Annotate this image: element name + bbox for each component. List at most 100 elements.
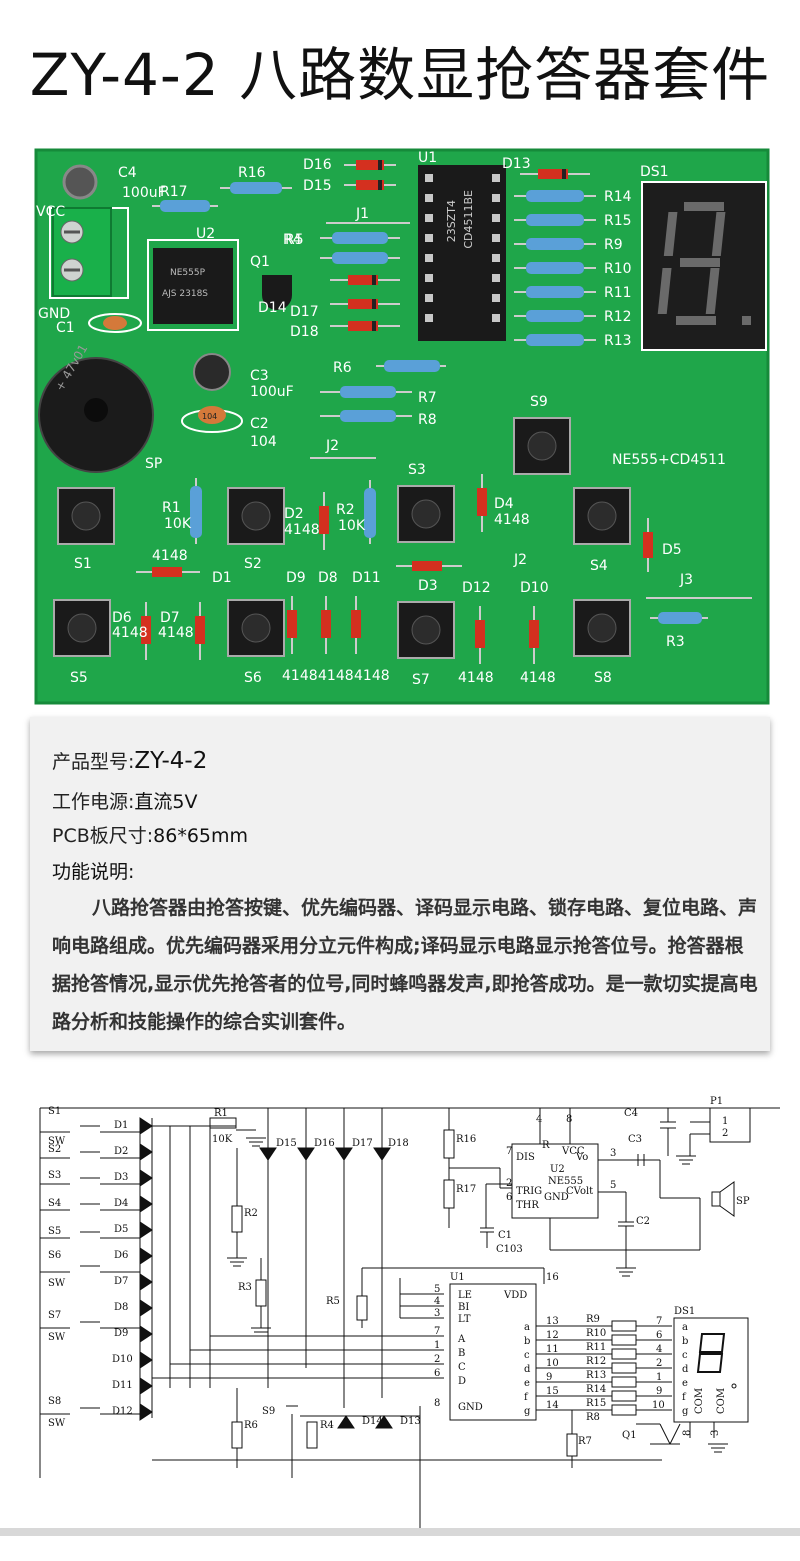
svg-text:R4: R4 <box>283 232 302 248</box>
svg-text:4148: 4148 <box>458 670 494 686</box>
svg-text:1: 1 <box>434 1340 440 1351</box>
svg-text:4: 4 <box>536 1114 542 1125</box>
svg-text:11: 11 <box>546 1344 559 1355</box>
svg-text:6: 6 <box>506 1192 512 1203</box>
svg-text:D9: D9 <box>286 570 306 586</box>
svg-text:4148: 4148 <box>158 625 194 641</box>
svg-text:S6: S6 <box>244 670 262 686</box>
svg-text:4148: 4148 <box>354 668 390 684</box>
diode-d7 <box>195 602 205 660</box>
svg-text:S8: S8 <box>48 1396 61 1407</box>
diode-d8 <box>321 596 331 654</box>
svg-text:BI: BI <box>458 1302 469 1313</box>
pcb-board: C4 100uF VCC GND C1 NE555P AJS 2318S U2 … <box>34 148 770 705</box>
svg-text:D12: D12 <box>462 580 491 596</box>
diode-d11 <box>351 596 361 654</box>
svg-text:D18: D18 <box>388 1138 409 1149</box>
resistor-r3 <box>650 612 708 624</box>
svg-text:S9: S9 <box>530 394 548 410</box>
diode-d15 <box>344 180 396 190</box>
svg-text:R12: R12 <box>586 1356 606 1367</box>
svg-text:R16: R16 <box>456 1134 476 1145</box>
svg-text:C2: C2 <box>636 1216 650 1227</box>
svg-text:R13: R13 <box>586 1370 606 1381</box>
svg-text:CVolt: CVolt <box>566 1186 593 1197</box>
diode-d5 <box>643 518 653 572</box>
svg-text:GND: GND <box>38 306 70 322</box>
svg-text:13: 13 <box>546 1316 559 1327</box>
svg-text:9: 9 <box>546 1372 552 1383</box>
svg-text:100uF: 100uF <box>122 185 166 201</box>
push-button-s3 <box>397 485 455 543</box>
svg-text:104: 104 <box>250 434 277 450</box>
svg-text:e: e <box>682 1378 688 1389</box>
svg-text:7: 7 <box>656 1316 662 1327</box>
svg-text:SW: SW <box>48 1332 66 1343</box>
svg-text:SP: SP <box>145 456 162 472</box>
svg-text:S5: S5 <box>48 1226 61 1237</box>
svg-text:S3: S3 <box>408 462 426 478</box>
svg-text:4148: 4148 <box>112 625 148 641</box>
svg-text:D5: D5 <box>114 1224 128 1235</box>
svg-text:D6: D6 <box>112 610 132 626</box>
svg-text:3: 3 <box>610 1148 616 1159</box>
svg-text:4148: 4148 <box>282 668 318 684</box>
svg-text:6: 6 <box>434 1368 440 1379</box>
svg-text:R5: R5 <box>285 232 304 248</box>
svg-text:14: 14 <box>546 1400 559 1411</box>
svg-text:DIS: DIS <box>516 1152 535 1163</box>
svg-text:10: 10 <box>652 1400 665 1411</box>
svg-text:f: f <box>682 1392 687 1403</box>
svg-text:D7: D7 <box>160 610 180 626</box>
svg-text:COM: COM <box>694 1388 705 1414</box>
svg-text:D2: D2 <box>114 1146 128 1157</box>
svg-text:10K: 10K <box>164 516 192 532</box>
svg-text:2: 2 <box>722 1128 728 1139</box>
svg-text:R13: R13 <box>604 333 632 349</box>
svg-text:S1: S1 <box>74 556 92 572</box>
svg-text:b: b <box>524 1336 530 1347</box>
svg-text:3: 3 <box>434 1308 440 1319</box>
svg-text:8: 8 <box>566 1114 572 1125</box>
svg-text:LE: LE <box>458 1290 472 1301</box>
diode-d1 <box>136 567 200 577</box>
svg-text:1: 1 <box>656 1372 662 1383</box>
push-button-s7 <box>397 601 455 659</box>
svg-text:R1: R1 <box>162 500 181 516</box>
svg-text:D1: D1 <box>212 570 232 586</box>
buzzer: + 47v01 <box>38 342 154 473</box>
svg-text:Vo: Vo <box>575 1152 588 1163</box>
svg-text:R8: R8 <box>418 412 437 428</box>
svg-text:R6: R6 <box>244 1420 258 1431</box>
svg-text:S5: S5 <box>70 670 88 686</box>
svg-text:D13: D13 <box>400 1416 421 1427</box>
svg-text:9: 9 <box>656 1386 662 1397</box>
svg-text:D18: D18 <box>290 324 319 340</box>
svg-text:Q1: Q1 <box>250 254 270 270</box>
svg-text:S6: S6 <box>48 1250 61 1261</box>
svg-text:THR: THR <box>516 1200 539 1211</box>
page-title: ZY-4-2 八路数显抢答器套件 <box>29 41 771 109</box>
svg-text:C3: C3 <box>250 368 269 384</box>
svg-text:VDD: VDD <box>503 1290 527 1301</box>
svg-text:2: 2 <box>656 1358 662 1369</box>
svg-text:16: 16 <box>546 1272 559 1283</box>
svg-text:D14: D14 <box>362 1416 383 1427</box>
svg-text:10K: 10K <box>338 518 366 534</box>
spec-function-label: 功能说明: <box>52 861 135 883</box>
svg-text:4: 4 <box>434 1296 440 1307</box>
resistor-r5 <box>320 232 400 244</box>
svg-text:e: e <box>524 1378 530 1389</box>
svg-text:J2: J2 <box>325 438 339 454</box>
svg-text:2: 2 <box>506 1178 512 1189</box>
svg-text:C4: C4 <box>624 1108 638 1119</box>
diode-d2 <box>319 492 329 550</box>
svg-text:4: 4 <box>656 1344 662 1355</box>
svg-text:R9: R9 <box>586 1314 600 1325</box>
svg-text:D15: D15 <box>276 1138 297 1149</box>
svg-text:R15: R15 <box>604 213 632 229</box>
svg-text:7: 7 <box>434 1326 440 1337</box>
svg-text:R11: R11 <box>604 285 632 301</box>
svg-text:LT: LT <box>458 1314 471 1325</box>
product-photo: C4 100uF VCC GND C1 NE555P AJS 2318S U2 … <box>0 140 800 710</box>
